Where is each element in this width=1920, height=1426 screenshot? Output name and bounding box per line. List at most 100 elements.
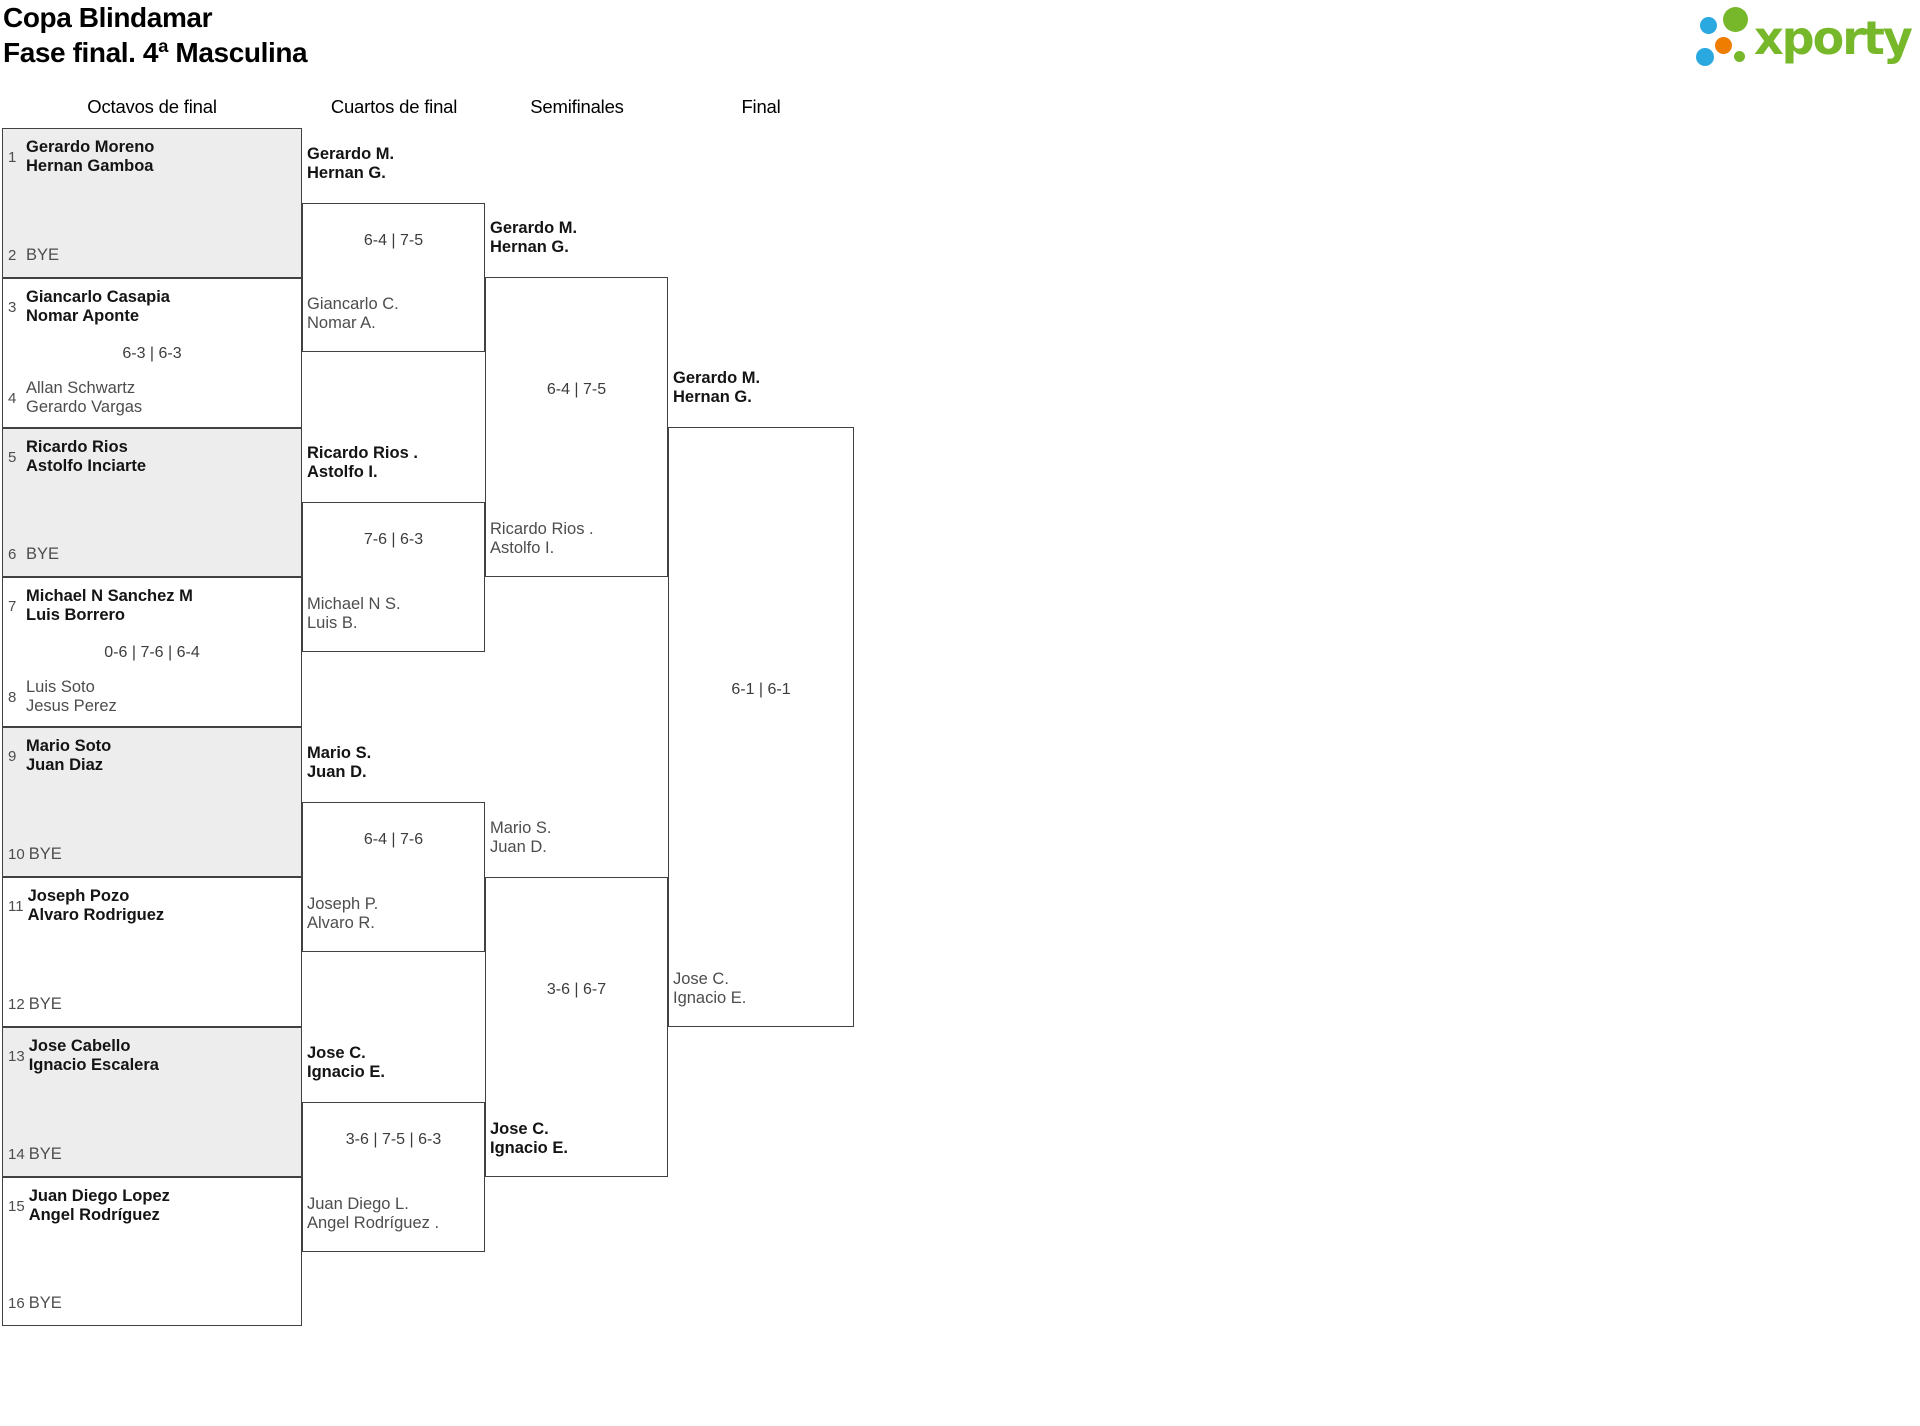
logo-dot-blue-top: [1700, 17, 1717, 34]
seed-number: 7: [8, 597, 17, 615]
team-label-bottom: Juan Diego L.Angel Rodríguez .: [307, 1195, 440, 1232]
match-score: 6-4 | 7-6: [363, 831, 424, 848]
match-score: 6-1 | 6-1: [731, 681, 791, 698]
seed-number: 9: [8, 747, 17, 765]
team-label-bottom: Michael N S.Luis B.: [307, 595, 401, 632]
team-label-bottom: Giancarlo C.Nomar A.: [307, 295, 399, 332]
team-label-top: Ricardo Rios .Astolfo I.: [307, 444, 418, 481]
team-name: BYE: [28, 995, 62, 1013]
match-box-cuartos-3: [302, 802, 485, 952]
seed-number: 1: [8, 148, 17, 166]
team-name: BYE: [28, 1145, 62, 1163]
seed-number: 14: [8, 1146, 25, 1163]
xporty-logo: xporty: [1692, 5, 1918, 69]
logo-dot-green-big: [1723, 7, 1748, 32]
seed-number: 2: [8, 247, 17, 264]
match-box-final-1: [668, 427, 854, 1027]
seed-number: 13: [8, 1047, 25, 1065]
logo-wordmark: xporty: [1754, 11, 1913, 65]
round-header-2: Cuartos de final: [330, 96, 458, 117]
match-score: 6-4 | 7-5: [363, 231, 424, 249]
logo-dot-blue-bottom: [1696, 48, 1714, 66]
logo-dot-orange: [1715, 37, 1732, 54]
seed-number: 6: [8, 546, 17, 563]
team-name: BYE: [26, 246, 60, 264]
tournament-name: Copa Blindamar: [3, 2, 213, 33]
match-score: 7-6 | 6-3: [363, 531, 424, 548]
team-name: BYE: [28, 845, 62, 863]
match-box-semifinales-2: [485, 877, 668, 1177]
phase-name: Fase final. 4ª Masculina: [3, 37, 308, 68]
match-box-cuartos-4: [302, 1102, 485, 1252]
seed-number: 12: [8, 996, 25, 1013]
team-label-bottom: Jose C.Ignacio E.: [490, 1120, 568, 1157]
match-score: 3-6 | 6-7: [546, 981, 607, 998]
round-header-1: Octavos de final: [87, 96, 217, 117]
match-box-semifinales-1: [485, 277, 668, 577]
team-label-bottom: Ricardo Rios .Astolfo I.: [490, 520, 594, 557]
team-label-top: Mario S.Juan D.: [490, 819, 552, 856]
team-label-bottom: Joseph P.Alvaro R.: [307, 895, 379, 932]
team-label-top: Jose C.Ignacio E.: [307, 1044, 385, 1081]
round-header-3: Semifinales: [530, 96, 624, 117]
team-label-top: Gerardo M.Hernan G.: [673, 369, 761, 406]
seed-number: 10: [8, 846, 25, 863]
match-box-cuartos-2: [302, 502, 485, 652]
team-slot-bottom: 2 BYE: [3, 246, 301, 265]
match-score: 6-4 | 7-5: [546, 381, 607, 398]
match-score: 3-6 | 7-5 | 6-3: [345, 1131, 442, 1148]
seed-number: 16: [8, 1295, 25, 1312]
match-box-cuartos-1: [302, 203, 485, 352]
seed-number: 8: [8, 688, 17, 706]
seed-number: 3: [8, 298, 17, 316]
team-label-bottom: Jose C.Ignacio E.: [673, 970, 747, 1007]
match-score: 6-3 | 6-3: [122, 345, 182, 362]
round-header-4: Final: [741, 96, 781, 117]
logo-dot-green-small: [1734, 51, 1745, 62]
team-name: BYE: [26, 545, 60, 563]
seed-number: 4: [8, 389, 17, 407]
team-label-top: Mario S.Juan D.: [307, 744, 372, 781]
team-label-top: Gerardo M.Hernan G.: [490, 219, 578, 256]
seed-number: 15: [8, 1197, 25, 1215]
team-label-top: Gerardo M.Hernan G.: [307, 145, 395, 182]
team-name: BYE: [28, 1294, 62, 1312]
seed-number: 5: [8, 448, 17, 466]
match-score: 0-6 | 7-6 | 6-4: [104, 644, 200, 661]
seed-number: 11: [8, 897, 24, 915]
team-slot-bottom: 6 BYE: [3, 545, 301, 564]
